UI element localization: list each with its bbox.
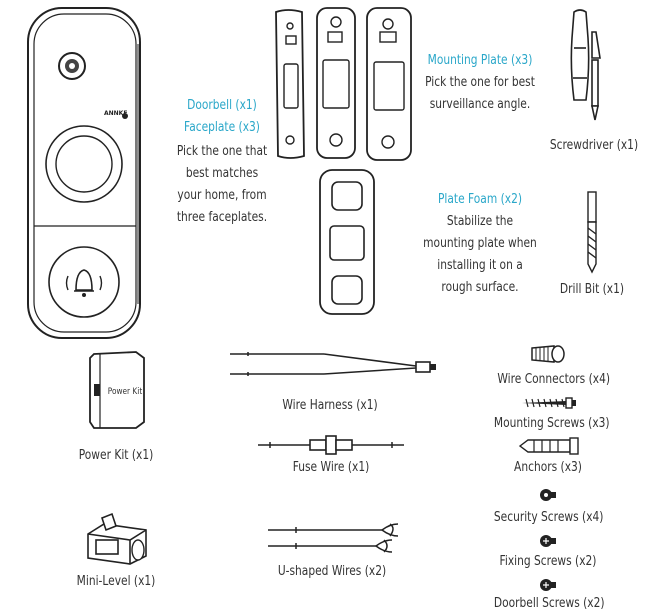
plate-foam-desc-3: installing it on a <box>437 258 523 273</box>
fuse-wire-illustration <box>256 434 406 456</box>
doorbell-desc-4: three faceplates. <box>176 210 268 225</box>
drill-bit-label: Drill Bit (x1) <box>559 282 625 297</box>
doorbell-screw-icon <box>538 578 558 592</box>
anchor-icon <box>518 436 580 456</box>
plate-foam-desc-4: rough surface. <box>441 280 519 295</box>
mini-level-illustration <box>82 512 154 566</box>
plate-foam-desc-2: mounting plate when <box>423 236 537 251</box>
svg-text:ANNKE: ANNKE <box>104 110 127 117</box>
doorbell-illustration: ANNKE <box>20 4 150 344</box>
anchors-label: Anchors (x3) <box>514 460 582 475</box>
mounting-plate-desc-2: surveillance angle. <box>429 97 531 112</box>
power-kit-illustration <box>86 348 150 432</box>
faceplate-title: Faceplate (x3) <box>184 120 260 135</box>
doorbell-desc-2: best matches <box>185 166 259 181</box>
power-kit-label: Power Kit (x1) <box>78 448 154 463</box>
mounting-screws-label: Mounting Screws (x3) <box>493 416 610 431</box>
mounting-plate-desc-1: Pick the one for best <box>425 75 535 90</box>
fixing-screw-icon <box>538 534 558 548</box>
mini-level-label: Mini-Level (x1) <box>76 574 156 589</box>
security-screws-label: Security Screws (x4) <box>493 510 604 525</box>
doorbell-desc-1: Pick the one that <box>176 144 268 159</box>
doorbell-screws-label: Doorbell Screws (x2) <box>493 596 605 611</box>
doorbell-title: Doorbell (x1) <box>187 98 257 113</box>
u-wires-label: U-shaped Wires (x2) <box>277 564 387 579</box>
plate-foam-illustration <box>316 168 378 318</box>
wire-harness-label: Wire Harness (x1) <box>282 398 378 413</box>
fixing-screws-label: Fixing Screws (x2) <box>499 554 597 569</box>
doorbell-desc-3: your home, from <box>177 188 267 203</box>
drill-bit-illustration <box>582 190 602 274</box>
screwdriver-label: Screwdriver (x1) <box>549 138 639 153</box>
u-wires-illustration <box>266 520 406 556</box>
mounting-screw-icon <box>520 396 580 410</box>
power-kit-device-text: Power Kit <box>107 387 143 397</box>
wire-harness-illustration <box>226 348 444 382</box>
screwdriver-illustration <box>560 8 610 128</box>
mounting-plates-illustration <box>272 6 422 162</box>
plate-foam-title: Plate Foam (x2) <box>437 192 523 207</box>
security-screw-icon <box>538 488 558 502</box>
fuse-wire-label: Fuse Wire (x1) <box>292 460 370 475</box>
mounting-plate-title: Mounting Plate (x3) <box>427 53 533 68</box>
plate-foam-desc-1: Stabilize the <box>446 214 514 229</box>
wire-connectors-label: Wire Connectors (x4) <box>497 372 611 387</box>
wire-connector-icon <box>530 344 568 364</box>
